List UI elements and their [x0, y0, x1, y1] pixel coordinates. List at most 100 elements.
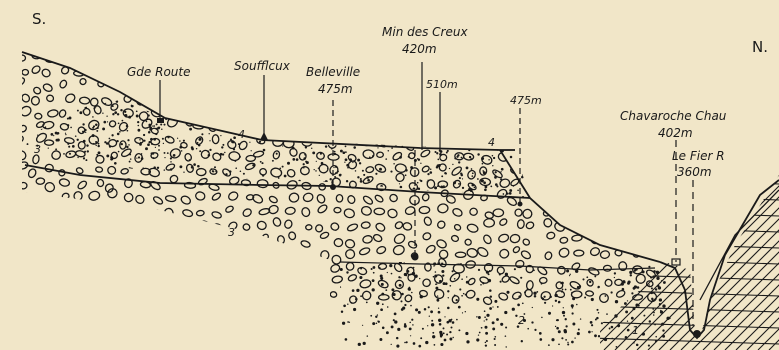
lower-sand-grain — [609, 328, 611, 330]
sand-grain — [347, 167, 349, 169]
gravel-pebble — [215, 51, 225, 60]
lower-sand-grain — [389, 264, 392, 267]
lower-sand-grain — [591, 324, 593, 326]
gravel-pebble — [391, 49, 401, 60]
sand-grain — [335, 172, 336, 173]
gravel-pebble — [570, 107, 579, 117]
sand-grain — [330, 118, 332, 120]
lower-sand-grain — [566, 270, 569, 273]
sand-grain — [464, 143, 467, 146]
sand-grain — [474, 128, 476, 130]
gravel-pebble — [663, 166, 674, 176]
gravel-pebble — [206, 79, 217, 90]
lower-sand-grain — [643, 315, 645, 317]
gravel-pebble — [95, 167, 102, 173]
sand-grain — [411, 117, 413, 119]
gravel-pebble — [209, 263, 219, 271]
lower-sand-grain — [627, 282, 630, 285]
lower-sand-grain — [456, 299, 458, 301]
sand-grain — [449, 168, 450, 169]
gravel-pebble — [156, 53, 164, 61]
lower-sand-grain — [556, 327, 559, 330]
sand-grain — [335, 166, 337, 168]
gravel-pebble — [395, 106, 405, 115]
gravel-pebble — [319, 231, 329, 239]
sand-grain — [442, 115, 444, 117]
gravel-pebble — [422, 232, 432, 241]
gravel-pebble — [134, 194, 145, 205]
sand-grain — [279, 131, 281, 133]
sand-grain — [369, 111, 371, 113]
lower-sand-grain — [448, 319, 451, 322]
lower-sand-grain — [590, 321, 593, 324]
sand-grain — [313, 191, 316, 194]
sand-grain — [243, 173, 245, 175]
gravel-pebble — [514, 136, 522, 144]
sand-grain — [170, 168, 173, 171]
sand-grain — [103, 121, 106, 124]
gravel-pebble — [436, 220, 446, 230]
sand-grain — [77, 110, 79, 112]
lower-sand-grain — [373, 266, 376, 269]
lower-sand-grain — [621, 282, 624, 285]
sand-grain — [138, 156, 140, 158]
lower-sand-grain — [382, 327, 385, 330]
profile-lines — [22, 52, 779, 338]
sand-grain — [294, 121, 296, 123]
sand-grain — [345, 151, 347, 153]
sand-grain — [380, 116, 382, 118]
gravel-pebble — [363, 83, 370, 92]
gravel-pebble — [270, 96, 283, 108]
gravel-pebble — [230, 96, 238, 103]
lower-sand-grain — [378, 321, 380, 323]
gravel-pebble — [441, 97, 449, 106]
sand-grain — [292, 105, 295, 108]
lower-sand-grain — [624, 302, 627, 305]
sand-grain — [425, 140, 426, 141]
gravel-pebble — [330, 291, 337, 297]
lower-sand-grain — [358, 343, 361, 346]
sand-grain — [340, 108, 342, 110]
gravel-pebble — [78, 293, 88, 302]
lower-sand-grain — [625, 310, 628, 313]
south-label: S. — [32, 10, 46, 28]
sand-grain — [89, 188, 91, 190]
sand-grain — [155, 147, 156, 148]
lower-sand-grain — [444, 316, 445, 317]
sand-grain — [196, 185, 198, 187]
lower-sand-grain — [642, 270, 645, 273]
lower-sand-grain — [376, 302, 379, 305]
sand-grain — [106, 116, 107, 117]
gravel-pebble — [392, 244, 405, 256]
gravel-pebble — [467, 169, 477, 180]
sand-grain — [183, 140, 185, 142]
lower-sand-grain — [486, 271, 489, 274]
lower-sand-grain — [418, 345, 421, 348]
gravel-pebble — [376, 122, 384, 131]
gravel-pebble — [583, 138, 595, 149]
gravel-pebble — [314, 224, 324, 234]
gravel-pebble — [117, 220, 129, 230]
lower-sand-grain — [409, 328, 412, 331]
sand-grain — [241, 124, 244, 127]
gravel-pebble — [196, 70, 205, 79]
gravel-pebble — [274, 278, 285, 288]
sand-grain — [121, 183, 123, 185]
sand-grain — [471, 184, 474, 187]
lower-sand-grain — [414, 275, 417, 278]
sand-grain — [508, 115, 509, 116]
sand-grain — [504, 127, 506, 129]
gravel-pebble — [291, 105, 299, 113]
gravel-pebble — [44, 181, 56, 193]
gravel-pebble — [555, 52, 567, 61]
sand-grain — [225, 123, 228, 126]
gravel-pebble — [480, 55, 490, 65]
sand-grain — [481, 180, 484, 183]
gravel-pebble — [319, 164, 329, 173]
sand-grain — [304, 154, 306, 156]
gravel-pebble — [644, 249, 655, 255]
gravel-pebble — [225, 205, 235, 213]
gravel-pebble — [598, 194, 610, 205]
gravel-pebble — [330, 254, 342, 266]
sand-grain — [506, 192, 508, 194]
